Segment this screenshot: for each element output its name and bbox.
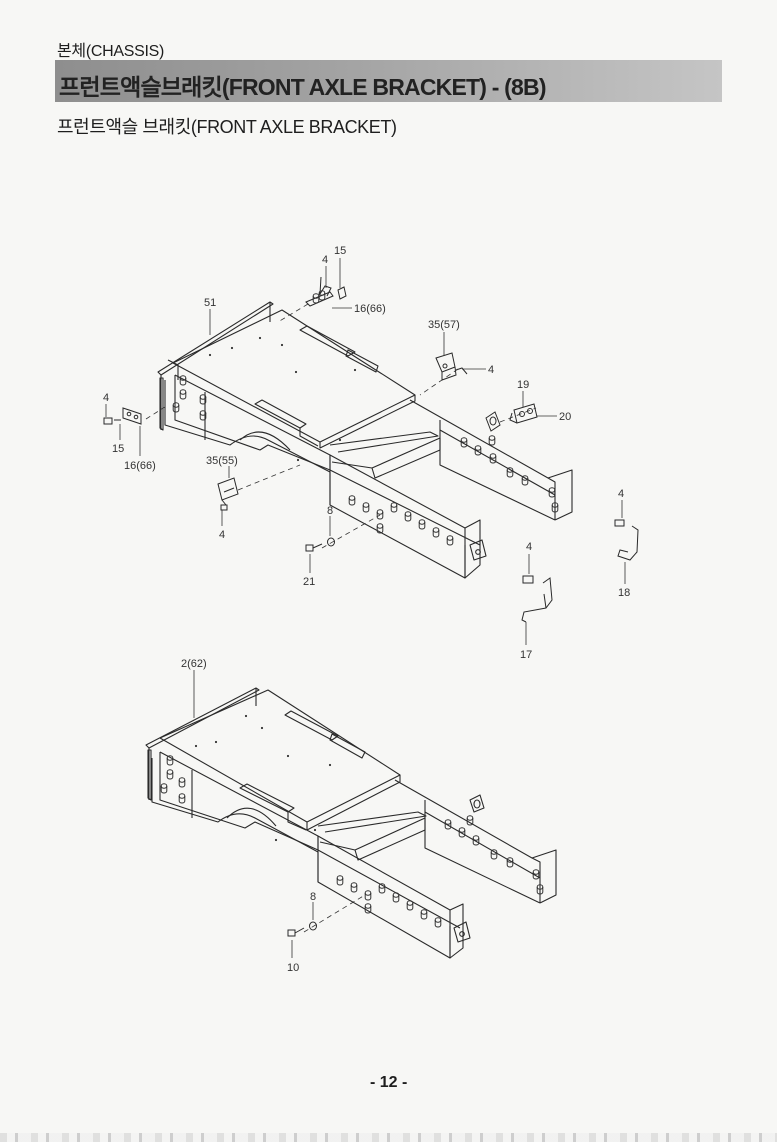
upper-leader-lines xyxy=(105,258,626,645)
bracket-18 xyxy=(614,519,639,561)
callout-17: 17 xyxy=(520,649,532,661)
page-title: 프런트액슬브래킷(FRONT AXLE BRACKET) - (8B) xyxy=(59,74,546,100)
scan-edge-strip xyxy=(0,1133,777,1142)
section-label: 본체(CHASSIS) xyxy=(57,43,165,60)
bracket-35-57 xyxy=(435,352,468,381)
upper-frame-assembly xyxy=(157,301,573,579)
left-plate-16 xyxy=(103,407,142,425)
callout-20: 20 xyxy=(559,411,571,423)
callout-labels: 15 4 51 16(66) 35(57) 4 19 20 4 15 16(66… xyxy=(103,245,630,974)
lower-frame-assembly xyxy=(145,687,557,959)
bolt-10-washer-8 xyxy=(287,921,317,937)
page-subtitle: 프런트액슬 브래킷(FRONT AXLE BRACKET) xyxy=(57,117,397,137)
callout-15-left: 15 xyxy=(112,443,124,455)
upper-frame-holes xyxy=(172,336,559,546)
callout-4-left: 4 xyxy=(103,392,109,404)
callout-4-top: 4 xyxy=(322,254,328,266)
callout-18: 18 xyxy=(618,587,630,599)
callout-35-55: 35(55) xyxy=(206,455,238,467)
callout-4-mid-right: 4 xyxy=(526,541,532,553)
upper-dashed-assembly-lines xyxy=(145,303,537,549)
callout-8-upper: 8 xyxy=(327,505,333,517)
bracket-17 xyxy=(521,575,553,623)
callout-19: 19 xyxy=(517,379,529,391)
callout-16-66-left: 16(66) xyxy=(124,460,156,472)
callout-16-66-top: 16(66) xyxy=(354,303,386,315)
callout-15-top: 15 xyxy=(334,245,346,257)
bolt-21-washer-8 xyxy=(305,537,335,552)
callout-4-right-bracket: 4 xyxy=(488,364,494,376)
callout-35-57: 35(57) xyxy=(428,319,460,331)
callout-4-below-35: 4 xyxy=(219,529,225,541)
top-bracket-plate-16 xyxy=(305,276,347,307)
callout-21: 21 xyxy=(303,576,315,588)
bracket-19-20 xyxy=(485,403,538,432)
page-number: - 12 - xyxy=(370,1074,408,1091)
callout-2-62: 2(62) xyxy=(181,658,207,670)
callout-10: 10 xyxy=(287,962,299,974)
callout-8-lower: 8 xyxy=(310,891,316,903)
bracket-35-55 xyxy=(217,477,239,511)
lower-dashed-assembly-lines xyxy=(303,894,366,933)
lower-leader-lines xyxy=(193,670,314,958)
callout-4-far-right: 4 xyxy=(618,488,624,500)
title-bar: 프런트액슬브래킷(FRONT AXLE BRACKET) - (8B) xyxy=(55,60,722,102)
callout-51: 51 xyxy=(204,297,216,309)
